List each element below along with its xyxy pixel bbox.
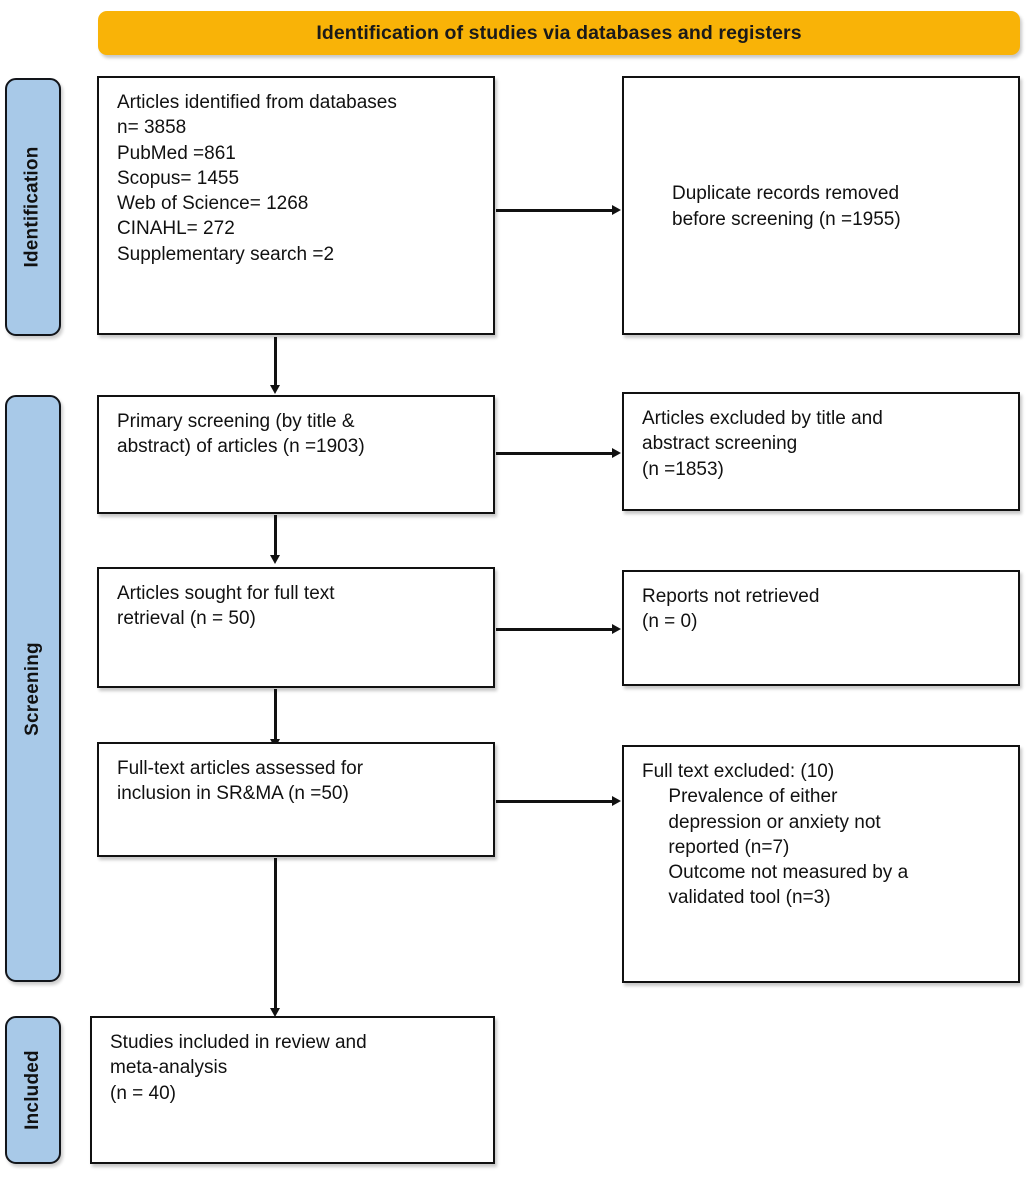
arrowhead-primary-screening-to-excluded	[612, 447, 621, 458]
connector-assessed-to-studies-included	[274, 858, 277, 1008]
stage-label-screening-text: Screening	[22, 641, 44, 736]
box-reports-not-retrieved: Reports not retrieved (n = 0)	[622, 570, 1020, 686]
connector-primary-screening-to-excluded	[496, 452, 612, 455]
box-full-text-assessed: Full-text articles assessed for inclusio…	[97, 742, 495, 857]
connector-identified-to-duplicates	[496, 209, 612, 212]
stage-label-identification: Identification	[5, 78, 61, 336]
connector-identified-to-primary-screening	[274, 337, 277, 385]
stage-label-included: Included	[5, 1016, 61, 1164]
box-articles-excluded-title-abstract-text: Articles excluded by title and abstract …	[642, 408, 883, 480]
arrowhead-primary-screening-to-sought	[269, 555, 280, 564]
connector-assessed-to-excluded	[496, 800, 612, 803]
box-full-text-excluded: Full text excluded: (10) Prevalence of e…	[622, 745, 1020, 983]
box-articles-identified-text: Articles identified from databases n= 38…	[117, 92, 397, 265]
connector-sought-to-reports-not-retrieved	[496, 628, 612, 631]
box-full-text-assessed-text: Full-text articles assessed for inclusio…	[117, 758, 364, 805]
box-articles-identified: Articles identified from databases n= 38…	[97, 76, 495, 335]
box-reports-not-retrieved-text: Reports not retrieved (n = 0)	[642, 586, 820, 633]
box-articles-sought-full-text: Articles sought for full text retrieval …	[97, 567, 495, 688]
box-primary-screening: Primary screening (by title & abstract) …	[97, 395, 495, 514]
arrowhead-identified-to-duplicates	[612, 204, 621, 215]
diagram-header-banner: Identification of studies via databases …	[98, 11, 1020, 55]
box-studies-included-text: Studies included in review and meta-anal…	[110, 1032, 367, 1104]
connector-primary-screening-to-sought	[274, 515, 277, 555]
box-duplicate-records-removed: Duplicate records removed before screeni…	[622, 76, 1020, 335]
stage-label-identification-text: Identification	[22, 146, 43, 268]
arrowhead-sought-to-reports-not-retrieved	[612, 623, 621, 634]
arrowhead-assessed-to-excluded	[612, 795, 621, 806]
box-studies-included: Studies included in review and meta-anal…	[90, 1016, 495, 1164]
diagram-title: Identification of studies via databases …	[316, 21, 802, 44]
stage-label-included-text: Included	[22, 1050, 43, 1130]
arrowhead-identified-to-primary-screening	[269, 385, 280, 394]
box-articles-excluded-title-abstract: Articles excluded by title and abstract …	[622, 392, 1020, 511]
stage-label-screening: Screening	[5, 395, 61, 982]
box-primary-screening-text: Primary screening (by title & abstract) …	[117, 411, 365, 458]
box-articles-sought-full-text-text: Articles sought for full text retrieval …	[117, 583, 335, 630]
arrowhead-assessed-to-studies-included	[269, 1008, 280, 1017]
connector-sought-to-full-text-assessed	[274, 689, 277, 739]
box-full-text-excluded-text: Full text excluded: (10) Prevalence of e…	[642, 761, 909, 909]
box-duplicate-records-removed-text: Duplicate records removed before screeni…	[672, 183, 901, 230]
